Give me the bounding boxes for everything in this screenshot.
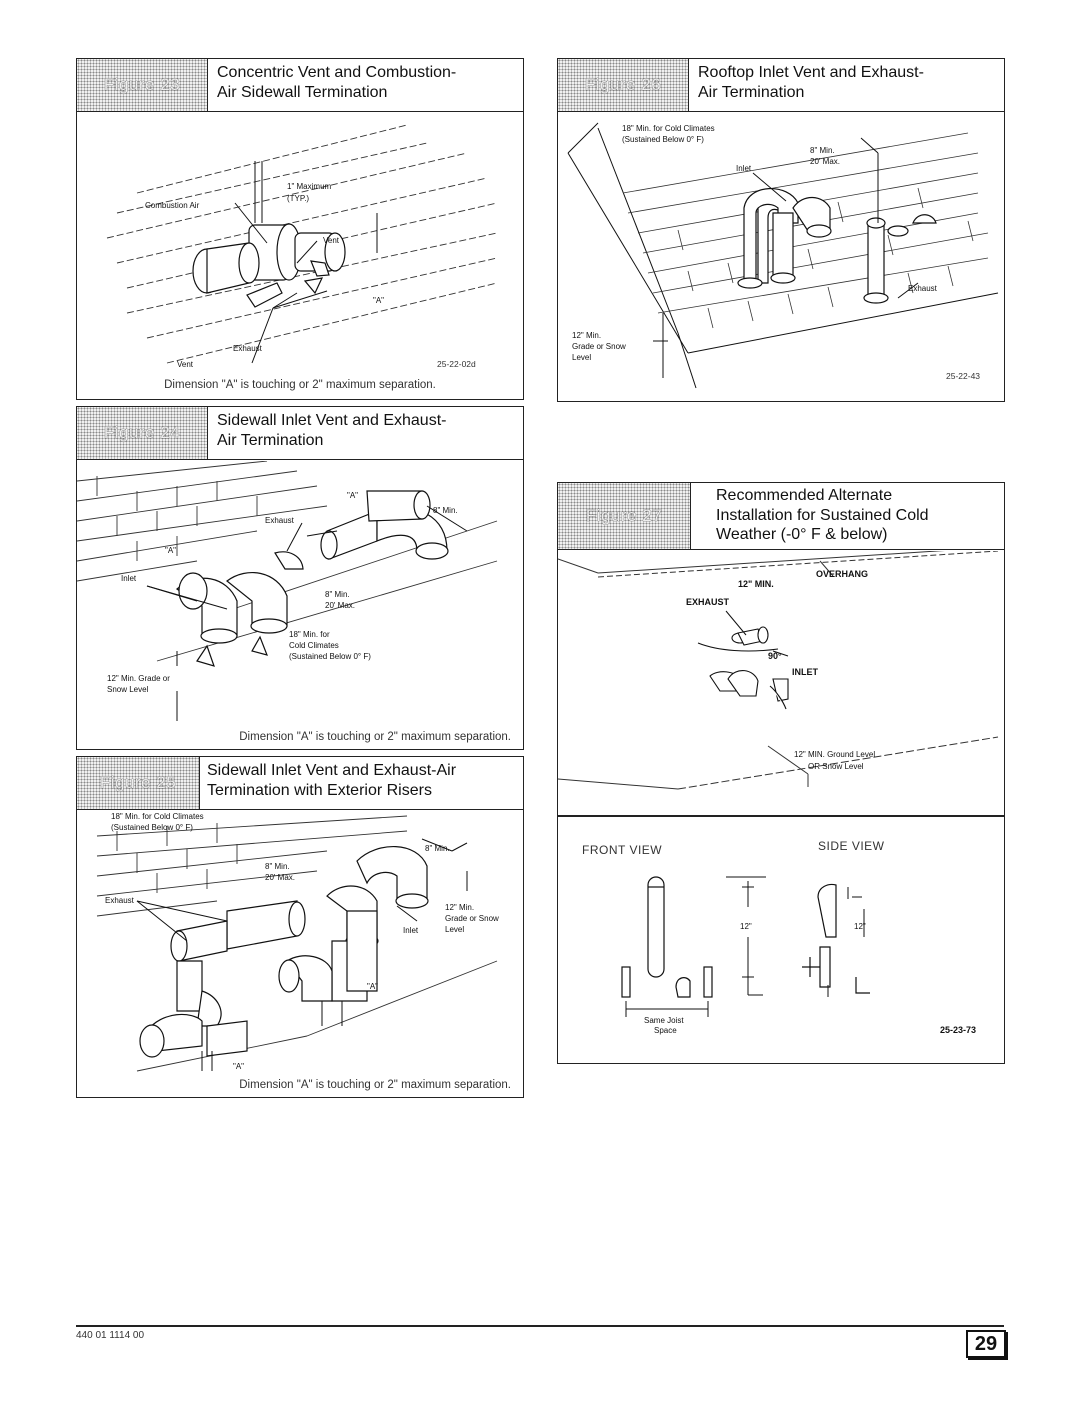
level-label: Level [572, 353, 591, 362]
space-label: Space [654, 1026, 677, 1035]
ninety-degree-label: 90° [768, 651, 782, 661]
figure-26-title: Rooftop Inlet Vent and Exhaust- Air Term… [698, 64, 924, 101]
level-label: Level [445, 925, 464, 934]
dimension-a-bottom-label: "A" [233, 1062, 244, 1071]
document-number: 440 01 1114 00 [76, 1330, 145, 1341]
figure-23-code: 25-22-02d [437, 359, 476, 369]
figure-27-panel: Figure 27 Recommended Alternate Installa… [557, 482, 1005, 1064]
typ-label: (TYP.) [287, 194, 309, 203]
figure-25-header: Figure 25 Sidewall Inlet Vent and Exhaus… [77, 757, 523, 810]
min18-label: 18" Min. for Cold Climates [111, 812, 204, 821]
dimension-12-side-label: 12" [854, 922, 866, 931]
max20-label: 20' Max. [265, 873, 295, 882]
grade-label: Grade or Snow [445, 914, 499, 923]
figure-26-illustration: 18" Min. for Cold Climates (Sustained Be… [558, 113, 1003, 399]
grade-label: Grade or Snow [572, 342, 626, 351]
figure-27-title: Recommended Alternate Installation for S… [716, 487, 929, 543]
min12-label: 12" MIN. [738, 579, 774, 589]
one-inch-max-label: 1" Maximum [287, 182, 332, 191]
dimension-a-top-label: "A" [347, 491, 358, 500]
exhaust-label: Exhaust [908, 284, 938, 293]
vent-label-bottom: Vent [177, 360, 194, 369]
figure-27-tag: Figure 27 [558, 483, 691, 549]
dimension-12-front-label: 12" [740, 922, 752, 931]
figure-23-panel: Figure 23 Concentric Vent and Combustion… [76, 58, 524, 400]
figure-23-header: Figure 23 Concentric Vent and Combustion… [77, 59, 523, 112]
min8-label: 8" Min. [810, 146, 835, 155]
figure-25-illustration: 18" Min. for Cold Climates (Sustained Be… [77, 811, 522, 1077]
max20-label: 20' Max. [325, 601, 355, 610]
figure-27-code: 25-23-73 [940, 1025, 976, 1035]
exhaust-label: EXHAUST [686, 597, 730, 607]
inlet-label: Inlet [121, 574, 137, 583]
min18-label: 18" Min. for [289, 630, 330, 639]
figure-23-caption: Dimension "A" is touching or 2" maximum … [164, 379, 436, 391]
min12-label: 12" Min. [445, 903, 474, 912]
figure-26-panel: Figure 26 Rooftop Inlet Vent and Exhaust… [557, 58, 1005, 402]
min8-label: 8" Min. [265, 862, 290, 871]
inlet-label: Inlet [736, 164, 752, 173]
overhang-label: OVERHANG [816, 569, 868, 579]
grade-label: 12" Min. Grade or [107, 674, 170, 683]
figure-27-header: Figure 27 Recommended Alternate Installa… [558, 483, 1004, 550]
sustained-label: (Sustained Below 0° F) [289, 652, 371, 661]
figure-25-title: Sidewall Inlet Vent and Exhaust-Air Term… [207, 762, 457, 799]
dimension-a-label: "A" [373, 296, 384, 305]
figure-26-code: 25-22-43 [946, 371, 980, 381]
min12-label: 12" Min. [572, 331, 601, 340]
snow-level-label: Snow Level [107, 685, 149, 694]
side-view-label: SIDE VIEW [818, 839, 885, 853]
figure-27-views-illustration: 12" 12" Same Joist Space 25-23-73 [558, 867, 1003, 1063]
cold-climates-label: Cold Climates [289, 641, 339, 650]
dimension-a-right-label: "A" [367, 982, 378, 991]
figure-24-illustration: "A" 8" Min. Exhaust "A" Inlet 8" Min. 20… [77, 461, 522, 729]
min8-top-label: 8" Min. [425, 844, 450, 853]
figure-24-header: Figure 24 Sidewall Inlet Vent and Exhaus… [77, 407, 523, 460]
min8-label: 8" Min. [325, 590, 350, 599]
figure-27-side-illustration: OVERHANG 12" MIN. EXHAUST 90° INLET 12" … [558, 551, 1003, 813]
figure-23-title: Concentric Vent and Combustion- Air Side… [217, 64, 457, 101]
figure-26-tag: Figure 26 [558, 59, 689, 111]
figure-24-tag: Figure 24 [77, 407, 208, 459]
dimension-a-mid-label: "A" [165, 546, 176, 555]
exhaust-label: Exhaust [233, 344, 263, 353]
exhaust-label: Exhaust [105, 896, 135, 905]
exhaust-label: Exhaust [265, 516, 295, 525]
figure-24-title: Sidewall Inlet Vent and Exhaust- Air Ter… [217, 412, 447, 449]
combustion-air-label: Combustion Air [145, 201, 200, 210]
inlet-label: Inlet [403, 926, 419, 935]
footer-rule [76, 1325, 1004, 1327]
figure-25-caption: Dimension "A" is touching or 2" maximum … [239, 1079, 511, 1091]
sustained-label: (Sustained Below 0° F) [622, 135, 704, 144]
figure-26-header: Figure 26 Rooftop Inlet Vent and Exhaust… [558, 59, 1004, 112]
figure-24-caption: Dimension "A" is touching or 2" maximum … [239, 731, 511, 743]
max20-label: 20' Max. [810, 157, 840, 166]
min8-top-label: 8" Min. [433, 506, 458, 515]
same-joist-label: Same Joist [644, 1016, 684, 1025]
snow-level-label: OR Snow Level [808, 762, 864, 771]
figure-24-panel: Figure 24 Sidewall Inlet Vent and Exhaus… [76, 406, 524, 750]
figure-27-divider [558, 815, 1004, 817]
figure-25-panel: Figure 25 Sidewall Inlet Vent and Exhaus… [76, 756, 524, 1098]
page-number: 29 [966, 1330, 1006, 1358]
inlet-label: INLET [792, 667, 819, 677]
figure-25-tag: Figure 25 [77, 757, 200, 809]
min18-label: 18" Min. for Cold Climates [622, 124, 715, 133]
sustained-label: (Sustained Below 0° F) [111, 823, 193, 832]
figure-23-illustration: Combustion Air 1" Maximum (TYP.) Vent "A… [77, 113, 522, 373]
vent-label-top: Vent [323, 236, 340, 245]
ground-level-label: 12" MIN. Ground Level [794, 750, 875, 759]
front-view-label: FRONT VIEW [582, 843, 663, 857]
figure-23-tag: Figure 23 [77, 59, 208, 111]
